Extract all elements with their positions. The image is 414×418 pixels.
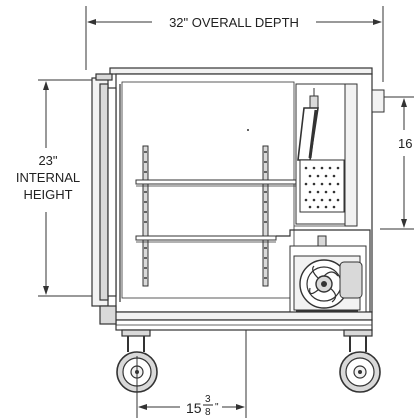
bottom-arrowhead-right [236,404,245,410]
shelving [135,129,297,287]
coil-dot [304,182,308,186]
coil-dot [304,166,308,170]
coil-dot [308,205,312,209]
caster-right [339,329,381,393]
coil-dot [332,174,336,178]
air-baffle-edge [308,109,318,159]
coil-dot [316,190,320,194]
evaporator-duct [344,83,358,227]
right-arrowhead-bottom [401,219,407,228]
internal-height-line1: INTERNAL [16,170,80,185]
coil-dot [312,182,316,186]
compressor-assembly [289,245,367,323]
coil-dot [332,205,336,209]
internal-height-dimension [38,79,92,297]
front-bumper [99,305,117,325]
internal-height-line2: HEIGHT [23,187,72,202]
fan-blade [323,271,339,277]
coil-dot [316,174,320,178]
coil-dot [312,198,316,202]
coil-dot [320,182,324,186]
caster-fork-left [127,336,145,352]
compressor-body [339,261,363,299]
door-hinge-cap [95,73,113,81]
coil-dot [336,198,340,202]
caster-wheel-icon [339,351,381,393]
arrowhead-right [373,19,382,25]
coil-dot [328,182,332,186]
pilaster-slots-right [264,151,267,279]
base-frame [99,305,373,331]
coil-dot [320,198,324,202]
coil-dot [316,205,320,209]
caster-plate-left [121,329,151,337]
machine-compartment-step [276,229,371,312]
shelf-lower [135,235,277,241]
right-height-value: 16 [398,136,412,151]
right-arrowhead-top [401,98,407,107]
pilaster-right [262,145,269,287]
coil-dot [336,166,340,170]
caster-plate-right [343,329,373,337]
coil-dot [308,190,312,194]
caster-spacing-whole: 15 [186,400,202,416]
condensate-fitting [317,235,327,247]
overall-depth-dimension [85,6,384,82]
arrowhead-left [87,19,96,25]
coil-dot [336,182,340,186]
coil-dot [308,174,312,178]
internal-height-value: 23" [38,153,57,168]
wheel-axle [358,370,362,374]
fan-blade [309,287,319,295]
coil-dot [320,166,324,170]
caster-spacing-dimension [136,330,247,418]
coil-dot [304,198,308,202]
pilaster-slots-left [144,151,147,279]
door-gasket [107,87,117,297]
coil-dot [332,190,336,194]
overall-depth-label: 32" OVERALL DEPTH [169,15,299,30]
pilaster-left [142,145,149,287]
coil-dot [312,166,316,170]
coil-dot [328,166,332,170]
shelf-upper [135,179,297,185]
arrowhead-bottom [43,286,49,295]
caster-spacing-unit: " [215,402,219,413]
electrical-box [371,89,385,113]
coil-dot [328,198,332,202]
caster-fork-right [349,336,367,352]
interior-marker-dot [247,129,249,131]
base-rail [109,311,373,321]
bottom-arrowhead-left [138,404,147,410]
coil-dot [324,174,328,178]
fan-blade [312,265,319,279]
coil-dot [324,190,328,194]
cabinet-liner [121,81,295,299]
fan-center [321,281,327,287]
door-inner-panel [99,83,109,301]
coil-dots [304,166,340,209]
arrowhead-top [43,81,49,90]
caster-spacing-denominator: 8 [205,407,211,418]
coil-dot [324,205,328,209]
top-rail [109,67,373,75]
caster-spacing-numerator: 3 [205,394,211,405]
fan-blade [329,287,337,303]
evaporator-section [276,83,385,312]
right-height-dimension [380,96,414,230]
